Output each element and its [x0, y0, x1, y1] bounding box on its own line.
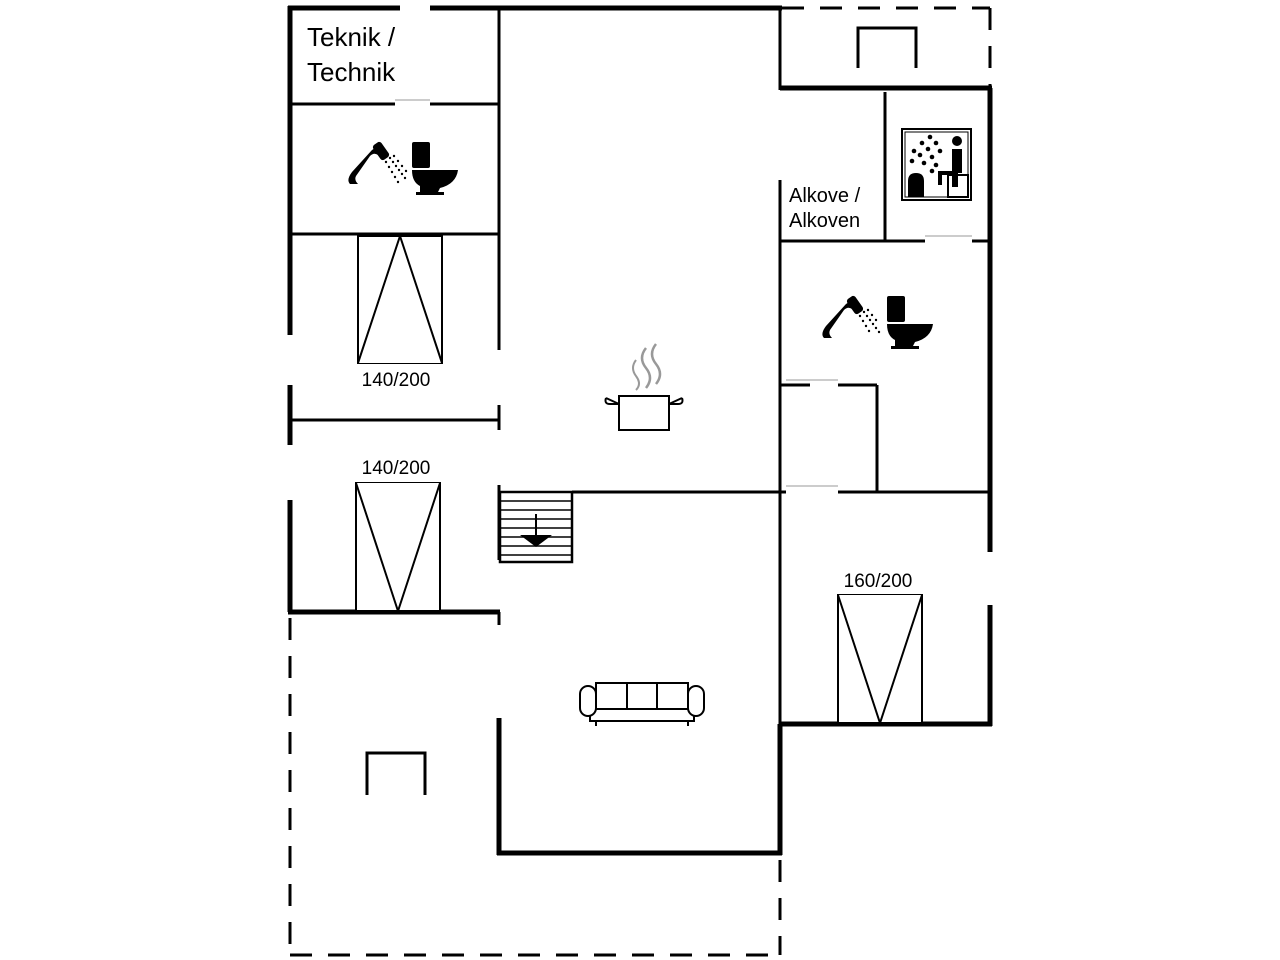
- bed-1-label: 140/200: [362, 370, 431, 391]
- sofa-icon: [579, 682, 705, 726]
- bed-1: [357, 232, 443, 364]
- shower-icon: [822, 295, 881, 338]
- toilet-icon: [887, 296, 933, 349]
- bed-2-label: 140/200: [362, 458, 431, 479]
- toilet-icon: [412, 142, 458, 195]
- terrace-table-icon: [856, 26, 918, 68]
- stairs-down-icon: [498, 490, 574, 564]
- terrace-table-icon: [365, 751, 427, 795]
- technik-label-line1: Teknik /: [307, 22, 396, 52]
- terrace-outlines: [288, 6, 992, 957]
- alkove-label-line1: Alkove /: [789, 185, 861, 207]
- sauna-icon: [901, 128, 972, 201]
- bed-2: [355, 482, 441, 615]
- technik-label-line2: Technik: [307, 57, 396, 87]
- cooking-pot-icon: [604, 343, 684, 431]
- bed-3: [837, 594, 923, 727]
- shower-icon: [348, 141, 408, 184]
- alkove-label-line2: Alkoven: [789, 210, 860, 232]
- bed-3-label: 160/200: [844, 571, 913, 592]
